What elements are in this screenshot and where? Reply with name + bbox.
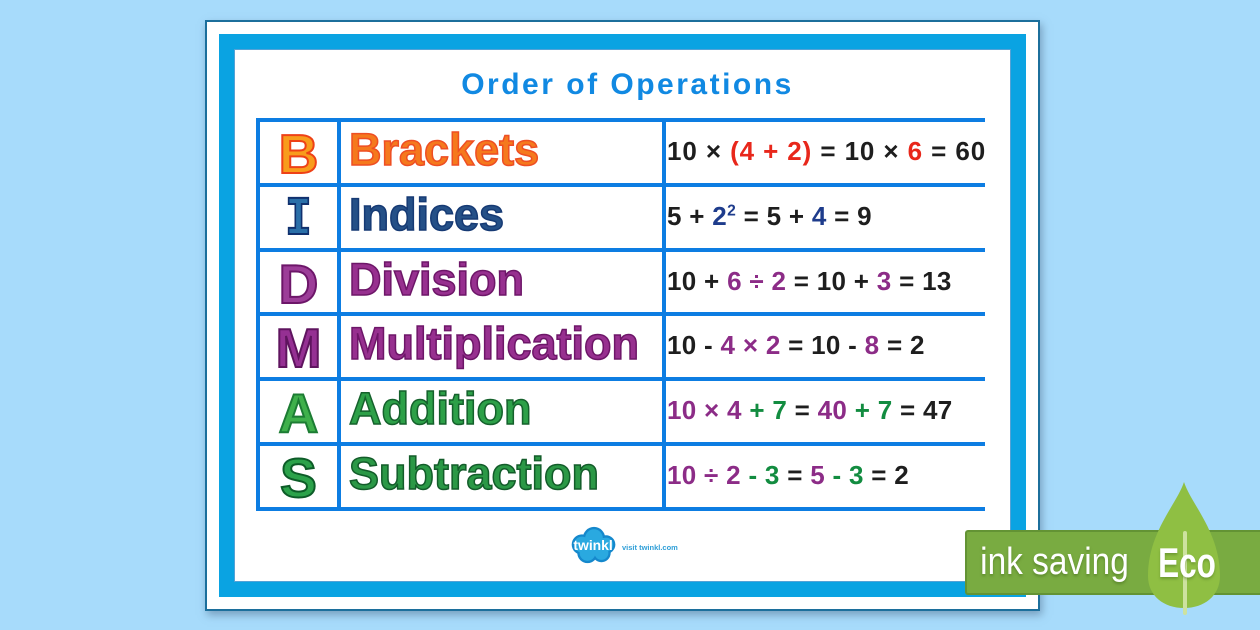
svg-text:twinkl: twinkl (573, 537, 612, 553)
